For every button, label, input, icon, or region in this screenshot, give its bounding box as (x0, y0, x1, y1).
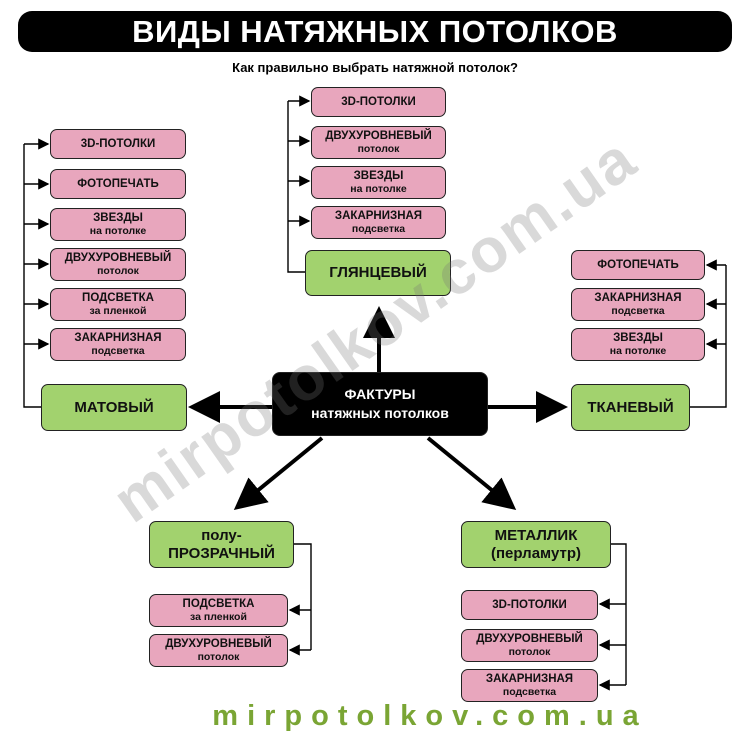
matte-item-3d: 3D-ПОТОЛКИ (50, 129, 186, 159)
translucent-item-two-level: ДВУХУРОВНЕВЫЙ потолок (149, 634, 288, 667)
glossy-item-stars: ЗВЕЗДЫ на потолке (311, 166, 446, 199)
category-translucent-line1: полу- (201, 526, 242, 544)
matte-item-backlight: ПОДСВЕТКА за пленкой (50, 288, 186, 321)
fabric-item-stars: ЗВЕЗДЫ на потолке (571, 328, 705, 361)
translucent-item-backlight: ПОДСВЕТКА за пленкой (149, 594, 288, 627)
category-glossy: ГЛЯНЦЕВЫЙ (305, 250, 451, 296)
arrow-to-translucent (233, 436, 324, 511)
metallic-item-cornice-light: ЗАКАРНИЗНАЯ подсветка (461, 669, 598, 702)
category-translucent: полу- ПРОЗРАЧНЫЙ (149, 521, 294, 568)
category-fabric: ТКАНЕВЫЙ (571, 384, 690, 431)
fabric-item-cornice-light: ЗАКАРНИЗНАЯ подсветка (571, 288, 705, 321)
fabric-item-photoprint: ФОТОПЕЧАТЬ (571, 250, 705, 280)
arrow-to-metallic (426, 436, 517, 511)
metallic-item-two-level: ДВУХУРОВНЕВЫЙ потолок (461, 629, 598, 662)
category-glossy-label: ГЛЯНЦЕВЫЙ (329, 264, 427, 281)
center-node: ФАКТУРЫ натяжных потолков (272, 372, 488, 436)
category-metallic-line1: МЕТАЛЛИК (494, 526, 578, 544)
page-title: ВИДЫ НАТЯЖНЫХ ПОТОЛКОВ (132, 13, 618, 49)
matte-item-cornice-light: ЗАКАРНИЗНАЯ подсветка (50, 328, 186, 361)
category-metallic: МЕТАЛЛИК (перламутр) (461, 521, 611, 568)
title-bar: ВИДЫ НАТЯЖНЫХ ПОТОЛКОВ (18, 11, 732, 52)
metallic-item-3d: 3D-ПОТОЛКИ (461, 590, 598, 620)
center-line1: ФАКТУРЫ (344, 386, 416, 403)
matte-item-photoprint: ФОТОПЕЧАТЬ (50, 169, 186, 199)
category-matte-label: МАТОВЫЙ (74, 398, 154, 416)
matte-item-stars: ЗВЕЗДЫ на потолке (50, 208, 186, 241)
category-translucent-line2: ПРОЗРАЧНЫЙ (168, 544, 275, 562)
footer-site-url: mirpotolkov.com.ua (212, 700, 648, 732)
glossy-item-cornice-light: ЗАКАРНИЗНАЯ подсветка (311, 206, 446, 239)
category-matte: МАТОВЫЙ (41, 384, 187, 431)
matte-item-two-level: ДВУХУРОВНЕВЫЙ потолок (50, 248, 186, 281)
glossy-item-two-level: ДВУХУРОВНЕВЫЙ потолок (311, 126, 446, 159)
subtitle: Как правильно выбрать натяжной потолок? (232, 60, 518, 75)
glossy-item-3d: 3D-ПОТОЛКИ (311, 87, 446, 117)
center-line2: натяжных потолков (311, 405, 449, 421)
category-metallic-line2: (перламутр) (491, 544, 581, 562)
category-fabric-label: ТКАНЕВЫЙ (587, 398, 674, 416)
